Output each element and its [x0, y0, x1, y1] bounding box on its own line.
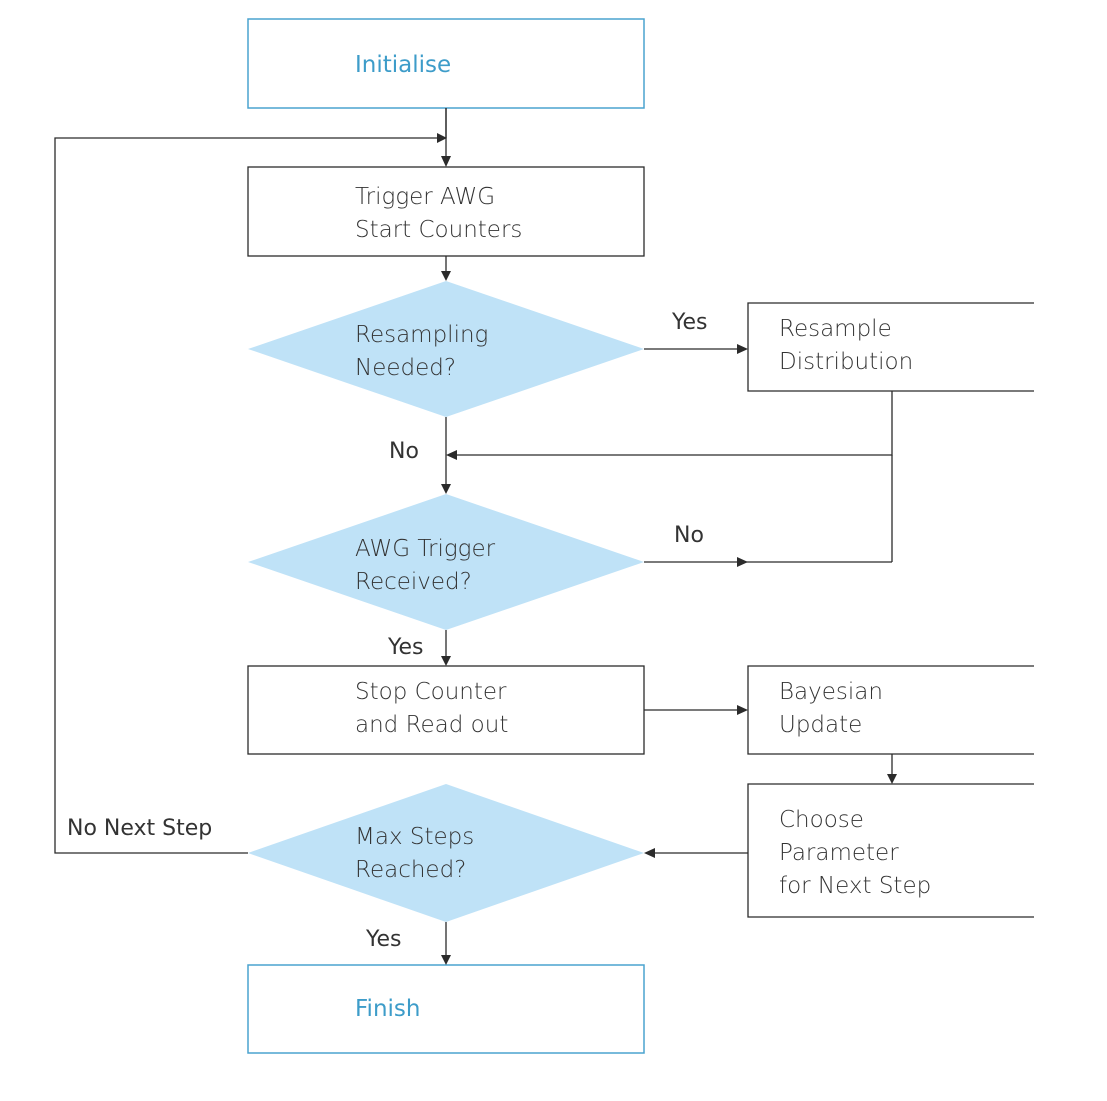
decision-max-steps-line-1: Max Steps — [355, 824, 474, 850]
node-stop-counter-line-2: and Read out — [355, 712, 508, 738]
decision-max-steps-line-2: Reached? — [355, 857, 466, 883]
node-bayesian-line-1: Bayesian — [779, 679, 883, 705]
node-choose-parameter: Choose Parameter for Next Step — [747, 783, 1034, 918]
node-choose-line-3: for Next Step — [779, 873, 931, 899]
node-resample-line-1: Resample — [779, 316, 892, 342]
decision-awg-line-2: Received? — [355, 569, 472, 595]
arrow-into-maxsteps — [644, 848, 655, 858]
node-resample-line-2: Distribution — [779, 349, 913, 375]
edge-label-resampling-yes: Yes — [671, 310, 708, 335]
arrow-into-stop-counter — [441, 656, 451, 666]
node-stop-counter-line-1: Stop Counter — [355, 679, 507, 705]
decision-resampling-line-2: Needed? — [355, 355, 456, 381]
node-bayesian-update: Bayesian Update — [747, 665, 1034, 755]
arrow-into-bayesian — [737, 705, 748, 715]
decision-awg-line-1: AWG Trigger — [355, 536, 496, 562]
arrow-into-trigger — [441, 156, 451, 167]
arrow-merge-left — [446, 450, 457, 460]
edge-resample-merge — [456, 391, 893, 456]
arrow-into-choose — [887, 774, 897, 784]
node-trigger-awg-line-2: Start Counters — [355, 217, 522, 243]
node-trigger-awg: Trigger AWG Start Counters — [247, 166, 645, 257]
node-stop-counter: Stop Counter and Read out — [247, 665, 645, 755]
arrow-into-resample — [737, 344, 748, 354]
node-finish-line-1: Finish — [355, 996, 420, 1022]
edge-label-max-yes: Yes — [365, 927, 402, 952]
node-initialise: Initialise — [247, 18, 645, 109]
arrow-into-resampling — [441, 271, 451, 281]
node-choose-line-2: Parameter — [779, 840, 899, 866]
edge-maxsteps-no-loop — [54, 137, 437, 854]
decision-resampling-line-1: Resampling — [355, 322, 488, 348]
node-finish: Finish — [247, 964, 645, 1054]
arrow-into-finish — [441, 955, 451, 965]
node-bayesian-line-2: Update — [779, 712, 862, 738]
arrow-awg-no — [737, 557, 748, 567]
node-choose-line-1: Choose — [779, 807, 864, 833]
decision-resampling-needed: Resampling Needed? — [248, 281, 644, 417]
edge-label-awg-yes: Yes — [387, 635, 424, 660]
edge-label-resampling-no: No — [389, 439, 419, 464]
decision-awg-trigger-received: AWG Trigger Received? — [248, 494, 644, 630]
decision-max-steps-reached: Max Steps Reached? — [248, 784, 644, 922]
node-initialise-line-1: Initialise — [355, 52, 451, 78]
arrow-loop-entry — [437, 133, 447, 143]
node-trigger-awg-line-1: Trigger AWG — [355, 184, 495, 210]
arrow-into-awg — [441, 484, 451, 494]
edge-label-max-no: No Next Step — [67, 816, 212, 841]
node-resample-distribution: Resample Distribution — [747, 302, 1034, 392]
edge-label-awg-no: No — [674, 523, 704, 548]
